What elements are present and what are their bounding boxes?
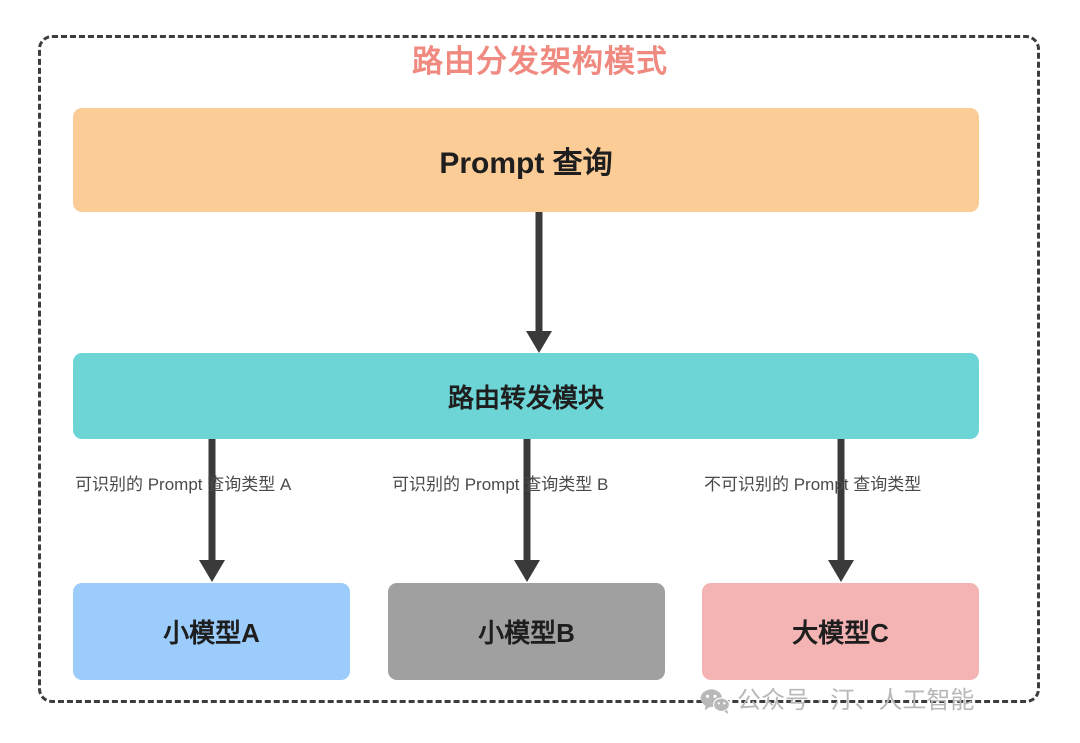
node-model-b: 小模型B: [388, 583, 665, 680]
diagram-title: 路由分发架构模式: [412, 44, 668, 79]
watermark-text: 公众号 · 汀、人工智能: [737, 687, 975, 714]
watermark: 公众号 · 汀、人工智能: [700, 686, 974, 716]
arrow-head: [526, 331, 552, 353]
edge-label-model-b: 可识别的 Prompt 查询类型 B: [392, 475, 609, 494]
arrow-prompt-to-router: [524, 212, 554, 353]
arrow-head: [828, 560, 854, 582]
node-model-b-label: 小模型B: [478, 618, 575, 648]
node-prompt-query: Prompt 查询: [73, 108, 979, 212]
node-router-module: 路由转发模块: [73, 353, 979, 439]
wechat-icon: [700, 689, 730, 714]
edge-label-model-c: 不可识别的 Prompt 查询类型: [704, 475, 922, 494]
arrow-router-to-model-b: [512, 439, 542, 583]
arrow-shaft: [837, 439, 845, 561]
arrow-head: [199, 560, 225, 582]
node-prompt-query-label: Prompt 查询: [439, 147, 613, 180]
node-router-module-label: 路由转发模块: [447, 382, 604, 413]
node-model-c: 大模型C: [702, 583, 979, 680]
edge-label-model-a: 可识别的 Prompt 查询类型 A: [75, 475, 292, 494]
diagram-frame: [38, 35, 1040, 703]
arrow-router-to-model-a: [197, 439, 227, 583]
arrow-shaft: [535, 212, 543, 332]
node-model-a-label: 小模型A: [163, 618, 260, 648]
node-model-c-label: 大模型C: [792, 618, 889, 648]
arrow-shaft: [523, 439, 531, 561]
arrow-head: [514, 560, 540, 582]
arrow-router-to-model-c: [826, 439, 856, 583]
node-model-a: 小模型A: [73, 583, 350, 680]
arrow-shaft: [208, 439, 216, 561]
